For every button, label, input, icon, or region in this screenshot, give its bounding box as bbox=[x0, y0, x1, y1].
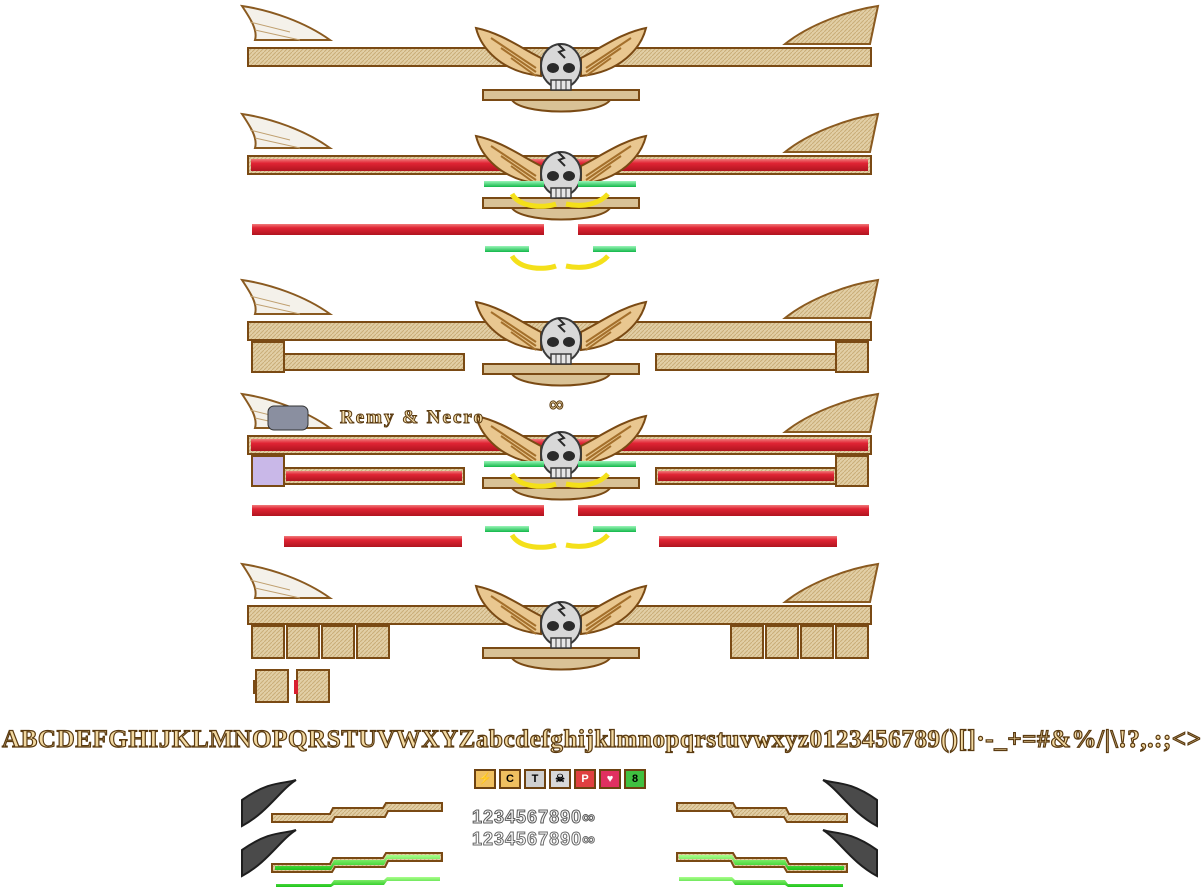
hud-frame-empty bbox=[241, 5, 879, 113]
digits-row-shadowed: 1234567890∞ bbox=[471, 807, 596, 828]
hud-frame-team-empty bbox=[241, 279, 879, 387]
heart-icon: ♥ bbox=[599, 769, 621, 789]
font-glyph-row: ABCDEFGHIJKLMNOPQRSTUVWXYZabcdefghijklmn… bbox=[1, 725, 1202, 753]
small-card-slots bbox=[253, 669, 330, 703]
lightning-icon: ⚡ bbox=[474, 769, 496, 789]
p-icon: P bbox=[574, 769, 596, 789]
player-names-label: Remy & Necro bbox=[340, 407, 485, 429]
hud-frame-filled bbox=[241, 113, 879, 221]
infinity-icon: ∞ bbox=[582, 807, 596, 828]
digits-row-plain: 1234567890∞ bbox=[471, 829, 596, 850]
digits-row-1: 1234567890 bbox=[471, 807, 583, 828]
hud-frame-team-filled bbox=[241, 393, 879, 501]
infinity-symbol: ∞ bbox=[548, 392, 566, 417]
gauge-left-empty bbox=[241, 779, 443, 828]
hp-bar-pieces bbox=[252, 224, 869, 271]
sprite-sheet-canvas bbox=[241, 5, 879, 887]
skull-icon: ☠ bbox=[549, 769, 571, 789]
hud-frame-slots bbox=[241, 563, 879, 671]
gauge-right-empty bbox=[676, 779, 878, 828]
digits-row-2: 1234567890 bbox=[471, 829, 583, 850]
eight-icon: 8 bbox=[624, 769, 646, 789]
hp-bar-pieces-team bbox=[252, 505, 869, 550]
infinity-icon: ∞ bbox=[582, 829, 596, 850]
t-icon: T bbox=[524, 769, 546, 789]
gauge-right-filled bbox=[676, 829, 878, 887]
gauge-left-filled bbox=[241, 829, 443, 887]
c-icon: C bbox=[499, 769, 521, 789]
